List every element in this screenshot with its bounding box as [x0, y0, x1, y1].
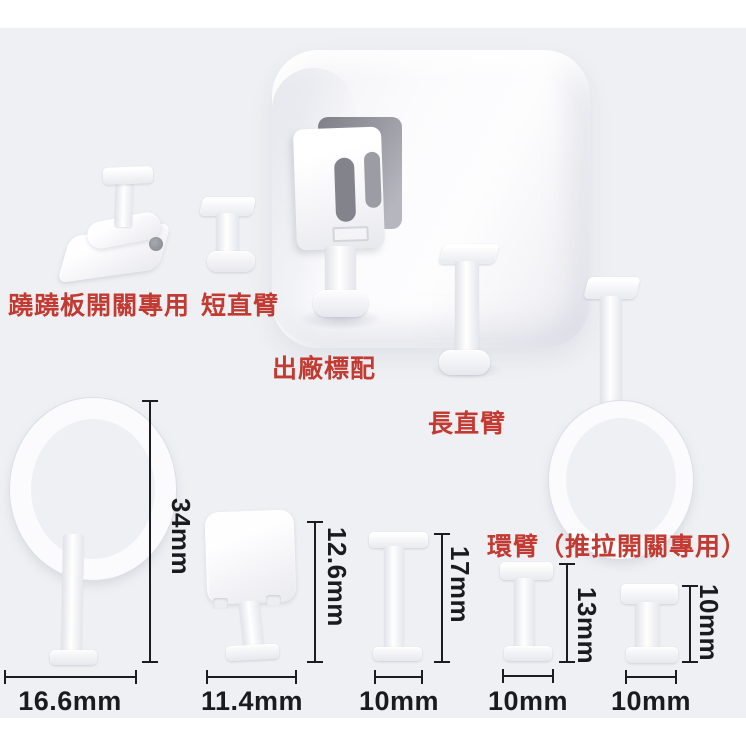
ring-arm-tip: [50, 650, 97, 665]
ring-arm-width-label: 16.6mm: [18, 686, 122, 716]
pusher-notch: [332, 225, 369, 243]
long-arm-tip: [373, 647, 422, 661]
ring-arm-label: 環臂（推拉開關專用）: [487, 533, 746, 561]
long-arm-stem-bottom: [384, 546, 404, 651]
short-arm-height-label: 10mm: [694, 584, 724, 662]
long-arm-pad: [439, 350, 490, 375]
short-arm-stem-bottom: [635, 602, 660, 652]
pusher-module: [292, 126, 386, 251]
installed-arm-pad: [313, 290, 368, 317]
ring-arm-loop-bottom: [10, 398, 176, 580]
width-dimension-line: [206, 670, 297, 684]
width-dimension-line: [502, 669, 554, 683]
long-arm-label: 長直臂: [428, 410, 507, 438]
long-arm-width-label: 10mm: [358, 686, 440, 716]
height-dimension-line: [682, 585, 698, 663]
ring-arm-stem-bottom: [60, 533, 85, 657]
short-arm-label: 短直臂: [201, 292, 280, 320]
medium-arm-width-label: 10mm: [487, 686, 569, 716]
short-arm-base: [207, 251, 255, 272]
pusher-slot: [363, 151, 382, 209]
width-dimension-line: [625, 670, 677, 684]
short-arm-cap-bottom: [621, 584, 678, 604]
ring-arm-height-label: 34mm: [166, 498, 196, 576]
height-dimension-line: [434, 533, 450, 663]
long-arm-stem: [455, 261, 479, 357]
width-dimension-line: [374, 670, 423, 684]
short-arm-tip: [626, 647, 678, 663]
installed-arm-stem: [325, 246, 356, 296]
rocker-plate-tab: [213, 598, 228, 609]
rocker-tip: [225, 643, 280, 662]
short-arm-stem: [216, 213, 239, 258]
rocker-stem: [114, 180, 134, 228]
rocker-plate: [204, 509, 297, 605]
rocker-height-label: 12.6mm: [322, 527, 352, 627]
height-dimension-line: [559, 563, 575, 663]
height-dimension-line: [142, 400, 158, 663]
pusher-slot: [333, 157, 357, 223]
width-dimension-line: [4, 670, 137, 684]
short-arm-width-label: 10mm: [610, 686, 692, 716]
long-arm-height-label: 17mm: [445, 546, 475, 624]
height-dimension-line: [307, 521, 323, 663]
rocker-cap: [102, 166, 154, 185]
rocker-adapter-label: 蹺蹺板開關專用: [8, 292, 191, 320]
long-arm-cap-bottom: [369, 532, 428, 548]
medium-arm-height-label: 13mm: [572, 587, 602, 665]
rocker-hinge-hole: [149, 237, 163, 251]
medium-arm-tip: [504, 646, 552, 661]
medium-arm-stem: [514, 578, 535, 652]
ring-arm-stem: [600, 296, 622, 408]
factory-default-label: 出廠標配: [272, 355, 377, 383]
rocker-width-label: 11.4mm: [200, 686, 304, 716]
rocker-plate-tab: [266, 595, 281, 606]
medium-arm-cap: [500, 562, 553, 580]
